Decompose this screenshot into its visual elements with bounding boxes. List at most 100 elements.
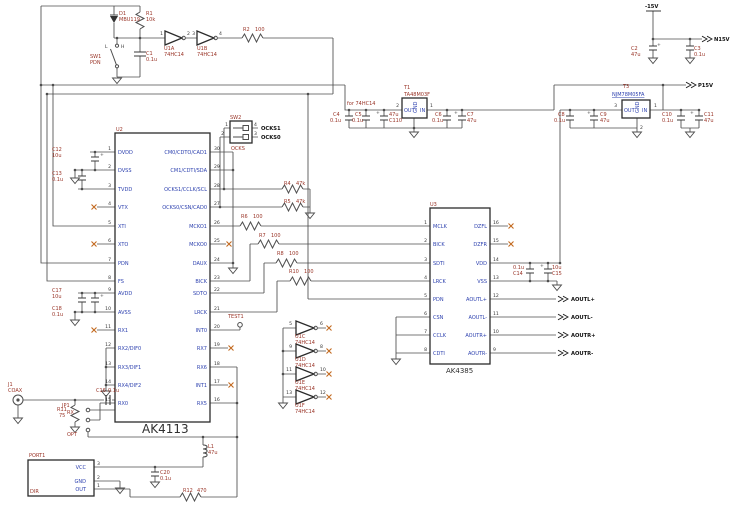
u2-pin-mcko1: MCKO1: [189, 224, 207, 230]
c20-ref: C20: [160, 470, 170, 476]
r4-ref: R4: [284, 181, 291, 187]
u2-pin-ocks1: OCKS1/CCLK/SCL: [164, 187, 207, 193]
u2-pin-rx2: RX2/DIF0: [118, 346, 141, 352]
c17-ref: C17: [52, 288, 62, 294]
c13-ref: C13: [52, 171, 62, 177]
cap-c7: [458, 115, 466, 121]
u1b-ref: U1B: [197, 46, 208, 52]
arrow-p15v: [685, 81, 697, 89]
test-point-test1: [237, 322, 243, 328]
c11-plus: +: [690, 110, 694, 116]
u2-num-14: 14: [105, 379, 111, 385]
u1d-part: 74HC14: [295, 363, 315, 369]
u2-pin-ocks0: OCKS0/CSN/CAD0: [162, 205, 207, 211]
u1b-pin-in: 3: [192, 31, 195, 37]
c5-val: 0.1u: [352, 118, 363, 124]
r12-ref: R12: [183, 488, 193, 494]
u1f-pin-in: 13: [286, 390, 292, 396]
u2-pin-rx6: RX6: [197, 365, 207, 371]
c10-val: 0.1u: [662, 118, 673, 124]
net-p15v: P15V: [698, 83, 713, 89]
u2-pin-xti: XTI: [118, 224, 126, 230]
u3-pin-lrck: LRCK: [433, 279, 447, 285]
r12-val: 470: [197, 488, 207, 494]
c4-ref: C4: [333, 112, 340, 118]
u1f-ref: U1F: [295, 403, 305, 409]
u2-pin-vtx: VTX: [118, 205, 128, 211]
u3-pin-aoutlp: AOUTL+: [466, 297, 487, 303]
l1-val: 47u: [208, 450, 218, 456]
u2-pin-cm1: CM1/CDTI/SDA: [170, 168, 207, 174]
u1b-part: 74HC14: [197, 52, 217, 58]
c1-val: 0.1u: [146, 57, 157, 63]
r2-val: 100: [255, 27, 265, 33]
u3-pin-bick: BICK: [433, 242, 445, 248]
cap-c13: [78, 175, 86, 181]
optical-module-port1: [27, 459, 95, 497]
c2-val: 47u: [631, 52, 641, 58]
cap-c9: [590, 115, 598, 121]
c3-ref: C3: [694, 46, 701, 52]
u3-num-10: 10: [493, 329, 499, 335]
net-ocks0: OCKS0: [261, 135, 281, 141]
c6-val: 0.1u: [432, 118, 443, 124]
u3-num-2: 2: [424, 238, 427, 244]
t1-part: TA48M03F: [403, 92, 430, 98]
cap-c20: [151, 471, 159, 477]
u2-num-6: 6: [108, 238, 111, 244]
u2-num-24: 24: [214, 257, 220, 263]
inductor-l1: [202, 444, 208, 458]
t3-pin3: 3: [614, 103, 617, 109]
port1-gnd: GND: [75, 479, 87, 485]
u2-pin-int1: INT1: [196, 383, 207, 389]
c2-plus: +: [657, 42, 661, 48]
sw2-name: OCKS: [231, 146, 245, 152]
u2-pin-sdto: SDTO: [193, 291, 207, 297]
c7-ref: C7: [467, 112, 474, 118]
c4-val: 0.1u: [330, 118, 341, 124]
inverter-u1c: [295, 320, 318, 336]
resistor-r8: [275, 257, 298, 269]
r6-ref: R6: [241, 214, 248, 220]
u2-num-19: 19: [214, 342, 220, 348]
u2-num-22: 22: [214, 287, 220, 293]
r8-ref: R8: [277, 251, 284, 257]
sw2-pin3: 3: [254, 131, 257, 137]
r11-ref: R11: [57, 407, 67, 413]
u3-pin-sdti: SDTI: [433, 261, 445, 267]
u3-num-7: 7: [424, 329, 427, 335]
l1-ref: L1: [208, 444, 214, 450]
u2-pin-pdn: PDN: [118, 261, 129, 267]
u1c-pin-out: 6: [320, 321, 323, 327]
jp1-opt: OPT: [67, 432, 78, 438]
c12-plus: +: [100, 152, 104, 158]
inverter-u1f: [295, 389, 318, 405]
inverter-u1d: [295, 343, 318, 359]
u2-num-2: 2: [108, 164, 111, 170]
u2-num-26: 26: [214, 220, 220, 226]
u1c-ref: U1C: [295, 334, 306, 340]
u2-num-16: 16: [214, 397, 220, 403]
u2-num-25: 25: [214, 238, 220, 244]
c5-ref: C5: [355, 112, 362, 118]
sw2-pin2: 2: [221, 131, 224, 137]
u3-num-9: 9: [493, 347, 496, 353]
resistor-r4: [281, 183, 304, 195]
r6-val: 100: [253, 214, 263, 220]
j1-ref: J1: [7, 382, 13, 388]
cap-c18: [78, 297, 86, 303]
u3-pin-mclk: MCLK: [433, 224, 448, 230]
j1-name: COAX: [8, 388, 23, 394]
inverter-u1e: [295, 366, 318, 382]
arrow-aoutr-m: [557, 349, 569, 357]
sw2-pin1: 1: [225, 122, 228, 128]
u2-pin-tvdd: TVDD: [117, 187, 132, 193]
d1-part: MBU119: [119, 17, 140, 23]
r10-val: 100: [304, 269, 314, 275]
jumper-jp1: [85, 407, 91, 433]
u3-pin-aoutrp: AOUTR+: [465, 333, 487, 339]
t3-pin2: 2: [640, 125, 643, 131]
arrow-aoutl-p: [557, 295, 569, 303]
